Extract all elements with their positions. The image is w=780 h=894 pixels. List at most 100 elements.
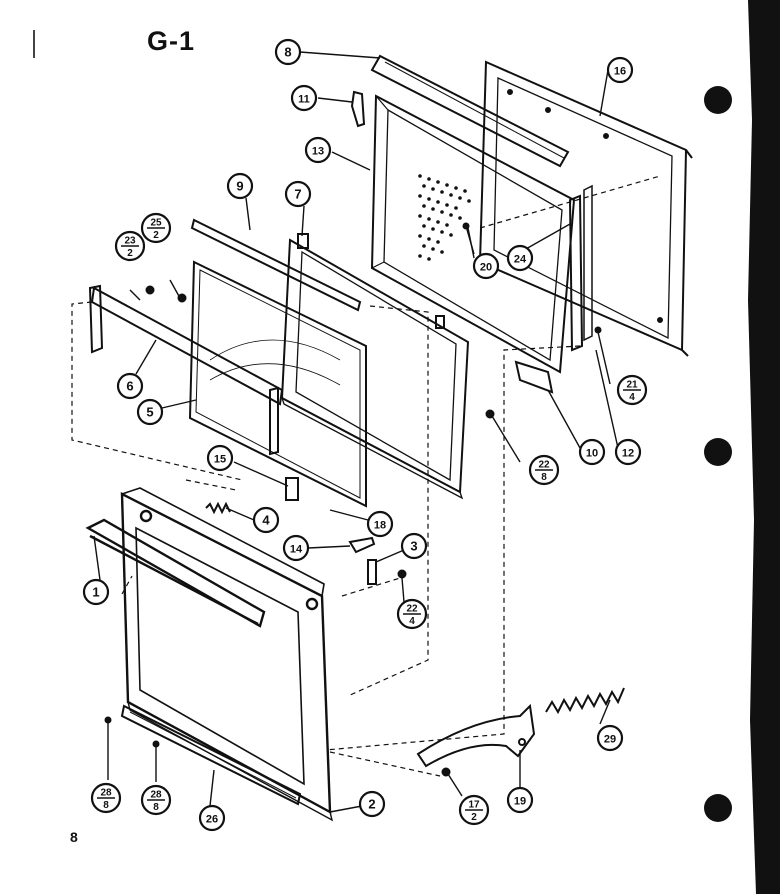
perforation-dot [436,200,440,204]
callout-circle [282,534,310,562]
callout-number: 12 [622,448,634,460]
fraction-callout-28-8: 288 [90,782,122,814]
part-29-spring [545,687,625,715]
callout-circle [304,136,332,164]
fraction-top: 28 [100,788,112,799]
perforation-dot [458,196,462,200]
callout-number: 1 [92,585,99,600]
fraction-callout-23-2: 232 [114,230,146,262]
callout-7: 7 [284,180,312,208]
perforation-dot [422,244,426,248]
perforation-dot [418,254,422,258]
fraction-top: 21 [626,380,638,391]
callout-5: 5 [136,398,164,426]
fraction-bottom: 2 [127,248,133,259]
binder-hole-1 [704,86,732,114]
callout-number: 16 [614,66,626,78]
callout-number: 24 [514,254,527,266]
alignment-lines [71,175,661,777]
fraction-callout-17-2: 172 [458,794,490,826]
binder-hole-2 [704,438,732,466]
part-1-door-handle [85,518,266,628]
perforation-dot [427,177,431,181]
perforation-dot [418,214,422,218]
callout-circle [506,786,534,814]
part-14-hinge-lever [348,536,376,554]
callout-circle [606,56,634,84]
callout-circle [578,438,606,466]
fraction-top: 23 [124,236,136,247]
perforation-dot [436,240,440,244]
part-24-side-bracket [568,184,593,352]
fraction-bottom: 8 [103,800,109,811]
callout-16: 16 [606,56,634,84]
perforation-dot [422,224,426,228]
part-26-bottom-strip [120,704,302,806]
perforation-dot [427,257,431,261]
callout-number: 14 [290,544,303,556]
callout-circle [136,398,164,426]
callout-number: 5 [146,405,153,420]
callout-circle [82,578,110,606]
part-15-hinge-bracket [285,477,299,501]
perforation-dot [427,217,431,221]
callout-circle [274,38,302,66]
callout-circle [358,790,386,818]
callout-circle [226,172,254,200]
callout-circle [614,438,642,466]
part-19-hinge-arm [416,703,536,768]
part-7-door-frame [280,233,470,500]
part-4-spring [205,501,231,515]
perforation-dot [418,194,422,198]
callout-1: 1 [82,578,110,606]
binder-hole-3 [704,794,732,822]
perforation-dot [440,210,444,214]
callout-29: 29 [596,724,624,752]
perforation-dot [440,190,444,194]
callout-number: 19 [514,796,526,808]
fraction-top: 22 [406,604,418,615]
callout-circle [366,510,394,538]
perforation-dot [431,227,435,231]
callout-6: 6 [116,372,144,400]
part-3-small-clip [367,559,377,585]
part-16-outer-frame [478,60,693,357]
perforation-dot [449,213,453,217]
perforation-dot [422,184,426,188]
perforation-dot [422,204,426,208]
part-9-top-strip [370,54,570,168]
callout-circle [252,506,280,534]
leader-lines [93,51,619,813]
perforation-dot [431,187,435,191]
perforation-dot [449,233,453,237]
perforation-dot [458,216,462,220]
callout-24: 24 [506,244,534,272]
callout-number: 26 [206,814,218,826]
fraction-bottom: 2 [153,230,159,241]
callout-number: 6 [126,379,133,394]
perforation-holes [418,174,471,261]
perforation-dot [436,180,440,184]
callout-19: 19 [506,786,534,814]
callout-circle [284,180,312,208]
callout-18: 18 [366,510,394,538]
callout-number: 2 [368,797,375,812]
callout-circle [472,252,500,280]
callout-11: 11 [290,84,318,112]
callout-10: 10 [578,438,606,466]
callout-26: 26 [198,804,226,832]
perforation-dot [418,174,422,178]
fraction-callout-25-2: 252 [140,212,172,244]
fraction-callout-22-8: 228 [528,454,560,486]
perforation-dot [440,230,444,234]
callout-4: 4 [252,506,280,534]
perforation-dot [440,250,444,254]
callout-number: 29 [604,734,616,746]
callout-number: 11 [298,94,310,106]
fraction-bottom: 4 [629,392,635,403]
page-number: 8 [70,829,78,845]
callout-circle [206,444,234,472]
callout-number: 20 [480,262,492,274]
